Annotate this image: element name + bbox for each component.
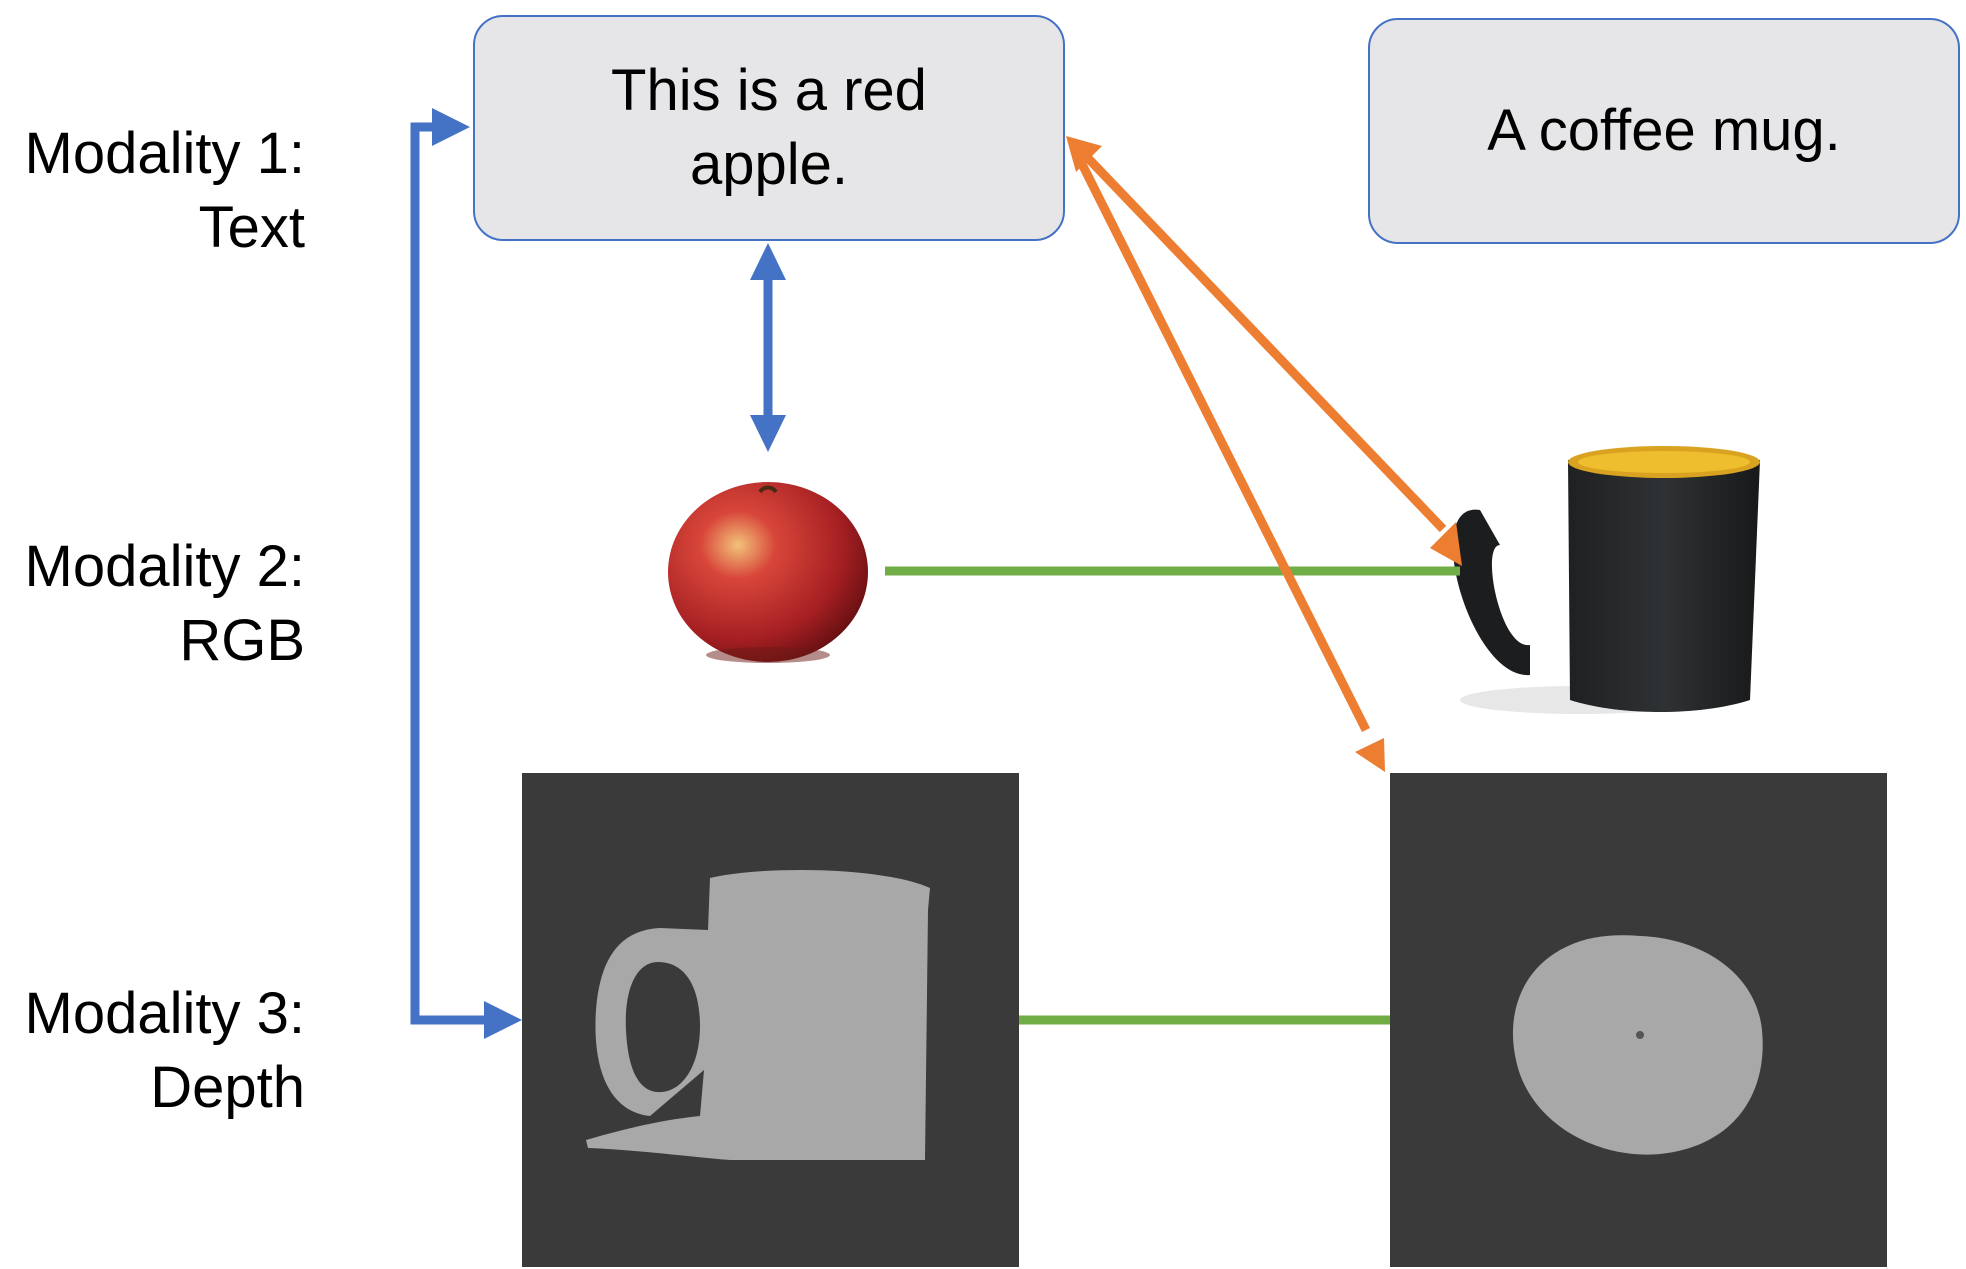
modality-3-title: Modality 3: [24, 981, 305, 1046]
apple-depth-silhouette [1512, 935, 1763, 1155]
mug-caption-text: A coffee mug. [1487, 98, 1841, 163]
orange-arrows [1066, 136, 1462, 772]
modality-1-label: Modality 1: Text [25, 117, 305, 265]
blue-double-arrow [750, 243, 786, 452]
modality-1-name: Text [198, 195, 305, 260]
modality-1-title: Modality 1: [24, 121, 305, 186]
modality-2-label: Modality 2: RGB [25, 530, 305, 678]
modality-3-label: Modality 3: Depth [25, 977, 305, 1125]
blue-bracket-arrow [410, 108, 522, 1039]
modality-2-name: RGB [179, 608, 305, 673]
apple-photo [668, 482, 868, 663]
mug-caption-box: A coffee mug. [1368, 18, 1960, 244]
mug-depth-handle-hole [625, 962, 700, 1093]
modality-2-title: Modality 2: [24, 534, 305, 599]
modality-3-name: Depth [150, 1055, 305, 1120]
apple-caption-text: This is a red apple. [611, 58, 927, 197]
mug-photo [1452, 446, 1760, 714]
apple-caption-box: This is a red apple. [473, 15, 1065, 241]
